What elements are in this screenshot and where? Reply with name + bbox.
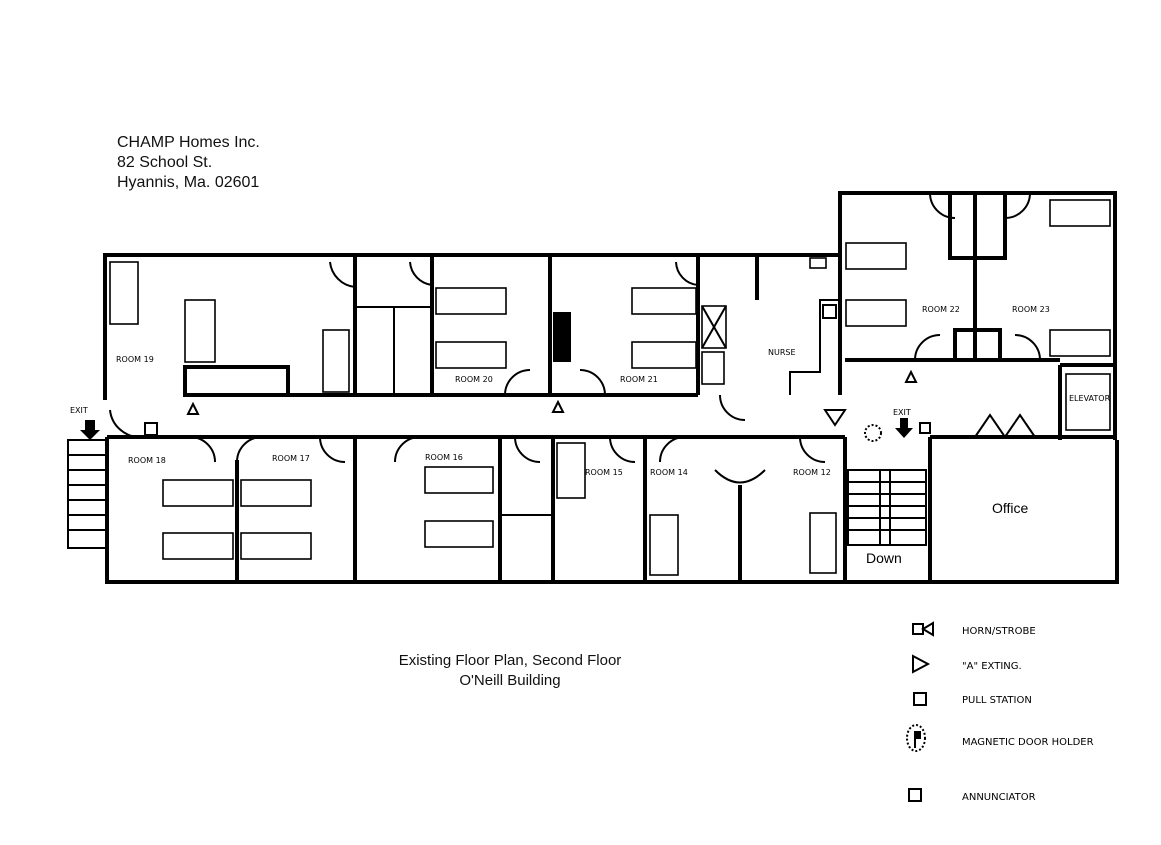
address-block: CHAMP Homes Inc. 82 School St. Hyannis, … xyxy=(117,133,260,193)
label-room-12: ROOM 12 xyxy=(793,468,831,477)
city-address: Hyannis, Ma. 02601 xyxy=(117,174,260,191)
legend-item-magnetic-door-holder: MAGNETIC DOOR HOLDER xyxy=(906,724,1094,752)
partition-walls xyxy=(183,191,1060,582)
label-room-18: ROOM 18 xyxy=(128,456,166,465)
legend-item-horn-strobe: HORN/STROBE xyxy=(912,621,1036,637)
pull-station-icon xyxy=(144,422,158,436)
pull-station-icon xyxy=(919,422,931,434)
label-down: Down xyxy=(866,550,902,566)
legend-item-extinguisher: "A" EXTING. xyxy=(912,654,1022,674)
label-exit-left: EXIT xyxy=(70,406,88,415)
label-room-15: ROOM 15 xyxy=(585,468,623,477)
label-nurse: NURSE xyxy=(768,348,796,357)
exterior-walls xyxy=(103,191,1119,584)
furniture xyxy=(109,199,1111,576)
label-room-22: ROOM 22 xyxy=(922,305,960,314)
label-room-14: ROOM 14 xyxy=(650,468,688,477)
legend-label: PULL STATION xyxy=(962,695,1032,706)
exit-arrow-icon xyxy=(895,418,913,438)
main-stairs xyxy=(847,469,927,546)
street-address: 82 School St. xyxy=(117,154,213,171)
legend: HORN/STROBE "A" EXTING. PULL STATION MAG… xyxy=(906,621,1094,803)
label-room-16: ROOM 16 xyxy=(425,453,463,462)
doors xyxy=(109,192,1041,463)
legend-label: HORN/STROBE xyxy=(962,626,1036,637)
legend-label: "A" EXTING. xyxy=(962,661,1022,672)
plan-caption: Existing Floor Plan, Second Floor O'Neil… xyxy=(340,651,680,691)
label-exit-right: EXIT xyxy=(893,408,911,417)
extinguisher-icon xyxy=(186,401,200,415)
extinguisher-icon xyxy=(823,409,847,427)
legend-label: MAGNETIC DOOR HOLDER xyxy=(962,737,1094,748)
label-room-19: ROOM 19 xyxy=(116,355,154,364)
legend-label: ANNUNCIATOR xyxy=(962,792,1036,803)
caption-title: Existing Floor Plan, Second Floor xyxy=(398,652,622,669)
extinguisher-icon xyxy=(551,399,565,413)
label-elevator: ELEVATOR xyxy=(1069,394,1111,403)
left-exit-stairs xyxy=(67,439,107,549)
company-name: CHAMP Homes Inc. xyxy=(117,134,260,151)
extinguisher-icon xyxy=(904,369,918,383)
label-office: Office xyxy=(992,500,1029,516)
fire-devices xyxy=(80,304,931,442)
legend-item-pull-station: PULL STATION xyxy=(913,692,1032,706)
label-room-20: ROOM 20 xyxy=(455,375,493,384)
legend-item-annunciator: ANNUNCIATOR xyxy=(908,788,1036,803)
label-room-17: ROOM 17 xyxy=(272,454,310,463)
magnetic-door-holder-icon xyxy=(864,424,882,442)
exit-arrow-icon xyxy=(80,420,100,440)
label-room-21: ROOM 21 xyxy=(620,375,658,384)
label-room-23: ROOM 23 xyxy=(1012,305,1050,314)
annunciator-icon xyxy=(822,304,837,319)
caption-building: O'Neill Building xyxy=(459,672,561,689)
